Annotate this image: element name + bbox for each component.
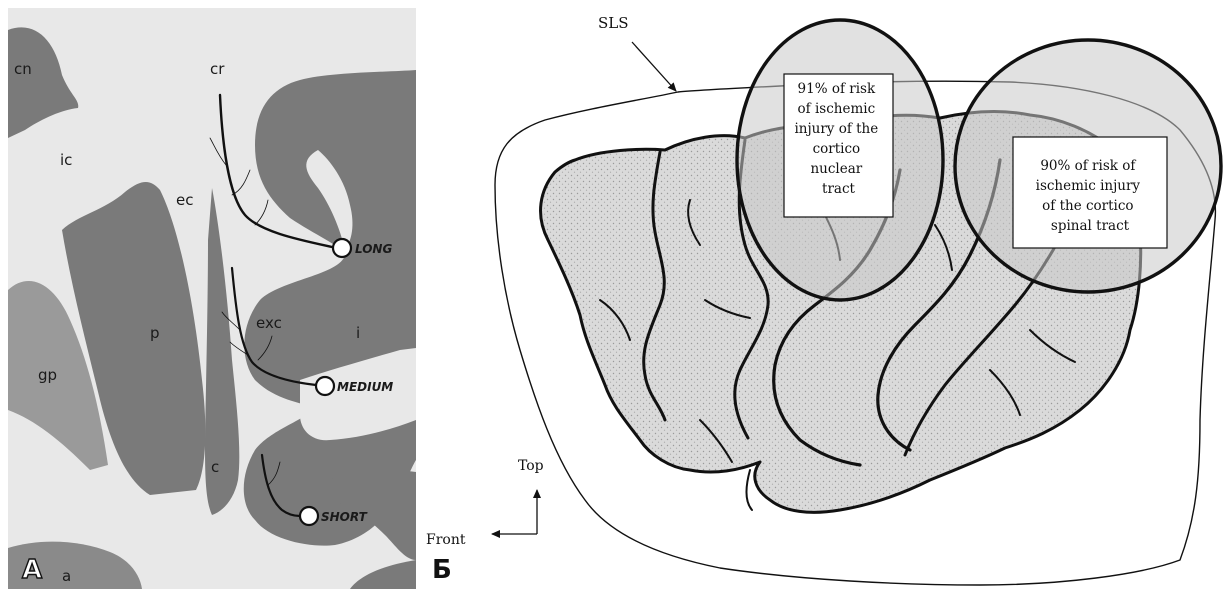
label-a: a (62, 567, 71, 585)
risk-text-spinal-line: ischemic injury (1036, 178, 1141, 194)
vessel-label-short: SHORT (321, 510, 368, 524)
short-vessel-marker (300, 507, 318, 525)
label-ic: ic (60, 151, 72, 169)
risk-text-spinal-line: 90% of risk of (1040, 158, 1136, 174)
panel-a-letter: А (22, 555, 42, 585)
label-ec: ec (176, 191, 193, 209)
axis-label-top: Top (518, 458, 544, 474)
panel-b-letter: Б (432, 555, 452, 585)
label-c: c (211, 458, 219, 476)
label-cr: cr (210, 60, 225, 78)
risk-text-spinal-line: of the cortico (1042, 198, 1133, 214)
label-exc: exc (256, 314, 282, 332)
label-p: p (150, 324, 160, 342)
sls-arrow (632, 42, 676, 91)
medium-vessel-marker (316, 377, 334, 395)
label-gp: gp (38, 366, 57, 384)
risk-text-nuclear-line: injury of the (794, 121, 878, 137)
label-sls: SLS (598, 14, 629, 32)
risk-text-nuclear-line: cortico (813, 141, 861, 157)
panel-b: 91% of risk of ischemic injury of the co… (426, 14, 1221, 585)
long-vessel-marker (333, 239, 351, 257)
label-cn: cn (14, 60, 32, 78)
panel-a: cn ic ec cr p gp exc i c a LONG MEDIUM S… (8, 8, 416, 589)
vessel-label-medium: MEDIUM (337, 380, 393, 394)
risk-text-nuclear-line: nuclear (810, 161, 862, 177)
risk-text-spinal-line: spinal tract (1051, 218, 1130, 234)
axis-label-front: Front (426, 532, 466, 548)
risk-text-nuclear-line: 91% of risk (798, 81, 876, 97)
label-i: i (356, 324, 360, 342)
vessel-label-long: LONG (355, 242, 392, 256)
risk-text-nuclear-line: of ischemic (798, 101, 876, 117)
risk-text-nuclear-line: tract (822, 181, 855, 197)
